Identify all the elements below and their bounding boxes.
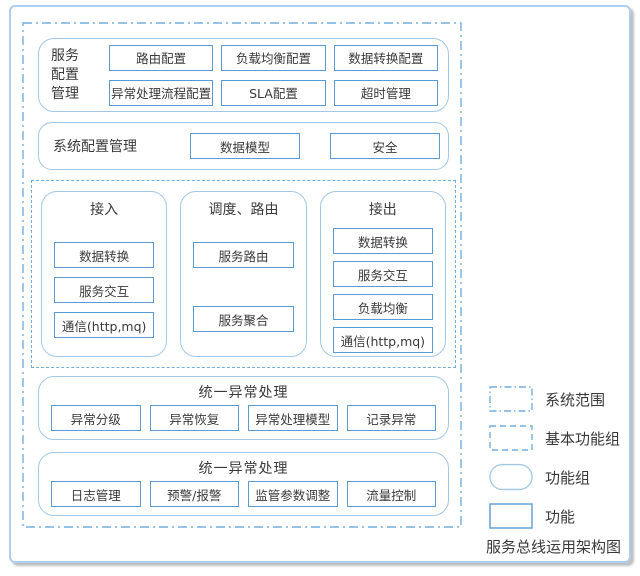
group-exception-handling-title: 统一异常处理 [198, 385, 289, 401]
legend-label: 系统范围 [545, 390, 606, 409]
group-outbound-title: 接出 [368, 202, 397, 218]
function-box: 数据转换 [54, 242, 155, 268]
function-box: 服务路由 [193, 242, 294, 268]
basic-function-group: 接入 数据转换 服务交互 通信(http,mq) 调度、路由 服务路由 服务聚合… [31, 180, 456, 368]
system-scope-border-icon [22, 22, 462, 528]
label-line: 管理 [51, 85, 79, 102]
group-monitoring-title: 统一异常处理 [198, 461, 289, 477]
group-service-config-label: 服务 配置 管理 [51, 47, 109, 104]
function-box: 安全 [330, 133, 440, 159]
function-box: SLA配置 [221, 79, 326, 106]
label-line: 服务 [51, 47, 79, 64]
rect-icon [489, 502, 533, 530]
function-box: 服务聚合 [193, 306, 294, 332]
function-box: 负载均衡 [332, 294, 433, 320]
function-box: 记录异常 [346, 405, 436, 431]
function-box: 路由配置 [109, 44, 214, 71]
legend: 系统范围 基本功能组 功能组 [489, 385, 625, 541]
function-box: 服务交互 [332, 261, 433, 287]
function-box: 负载均衡配置 [221, 44, 326, 71]
group-exception-handling: 统一异常处理 异常分级 异常恢复 异常处理模型 记录异常 [38, 376, 449, 440]
monitoring-boxes-row: 日志管理 预警/报警 监管参数调整 流量控制 [49, 481, 438, 507]
legend-item-function: 功能 [489, 502, 625, 530]
legend-item-function-group: 功能组 [489, 463, 625, 491]
function-box: 异常处理模型 [248, 405, 338, 431]
ellipse-icon [489, 463, 533, 491]
group-system-config: 系统配置管理 数据模型 安全 [38, 122, 449, 170]
legend-item-basic-group: 基本功能组 [489, 424, 625, 452]
function-box: 异常分级 [51, 405, 141, 431]
service-config-grid: 路由配置 负载均衡配置 数据转换配置 异常处理流程配置 SLA配置 超时管理 [109, 44, 438, 106]
function-box: 日志管理 [51, 481, 141, 507]
group-inbound-title: 接入 [90, 202, 119, 218]
function-box: 预警/报警 [149, 481, 239, 507]
function-box: 通信(http,mq) [332, 327, 433, 353]
label-line: 配置 [51, 66, 79, 83]
legend-label: 功能组 [545, 468, 591, 487]
group-outbound: 接出 数据转换 服务交互 负载均衡 通信(http,mq) [319, 191, 446, 357]
legend-label: 基本功能组 [545, 429, 621, 448]
function-box: 超时管理 [333, 79, 438, 106]
system-scope-content: 服务 配置 管理 路由配置 负载均衡配置 数据转换配置 异常处理流程配置 SLA… [22, 22, 462, 528]
diagram-panel: 服务 配置 管理 路由配置 负载均衡配置 数据转换配置 异常处理流程配置 SLA… [9, 5, 631, 563]
legend-label: 功能 [545, 507, 576, 526]
exception-boxes-row: 异常分级 异常恢复 异常处理模型 记录异常 [49, 405, 438, 431]
function-box: 数据模型 [190, 133, 300, 159]
function-box: 监管参数调整 [248, 481, 338, 507]
diagram-caption: 服务总线运用架构图 [485, 538, 621, 556]
function-box: 通信(http,mq) [54, 312, 155, 338]
group-inbound: 接入 数据转换 服务交互 通信(http,mq) [41, 191, 168, 357]
legend-item-system-scope: 系统范围 [489, 385, 625, 413]
function-box: 流量控制 [346, 481, 436, 507]
system-scope-box: 服务 配置 管理 路由配置 负载均衡配置 数据转换配置 异常处理流程配置 SLA… [22, 22, 462, 528]
function-box: 异常处理流程配置 [109, 79, 214, 106]
dashed-rect-icon [489, 424, 533, 452]
function-box: 服务交互 [54, 277, 155, 303]
group-monitoring: 统一异常处理 日志管理 预警/报警 监管参数调整 流量控制 [38, 452, 449, 516]
group-service-config: 服务 配置 管理 路由配置 负载均衡配置 数据转换配置 异常处理流程配置 SLA… [38, 38, 449, 112]
group-dispatch-route-title: 调度、路由 [208, 202, 279, 218]
dash-dot-rect-icon [489, 385, 533, 413]
function-box: 数据转换 [332, 228, 433, 254]
group-dispatch-route: 调度、路由 服务路由 服务聚合 [180, 191, 307, 357]
function-box: 异常恢复 [149, 405, 239, 431]
function-box: 数据转换配置 [333, 44, 438, 71]
group-system-config-label: 系统配置管理 [53, 139, 137, 155]
